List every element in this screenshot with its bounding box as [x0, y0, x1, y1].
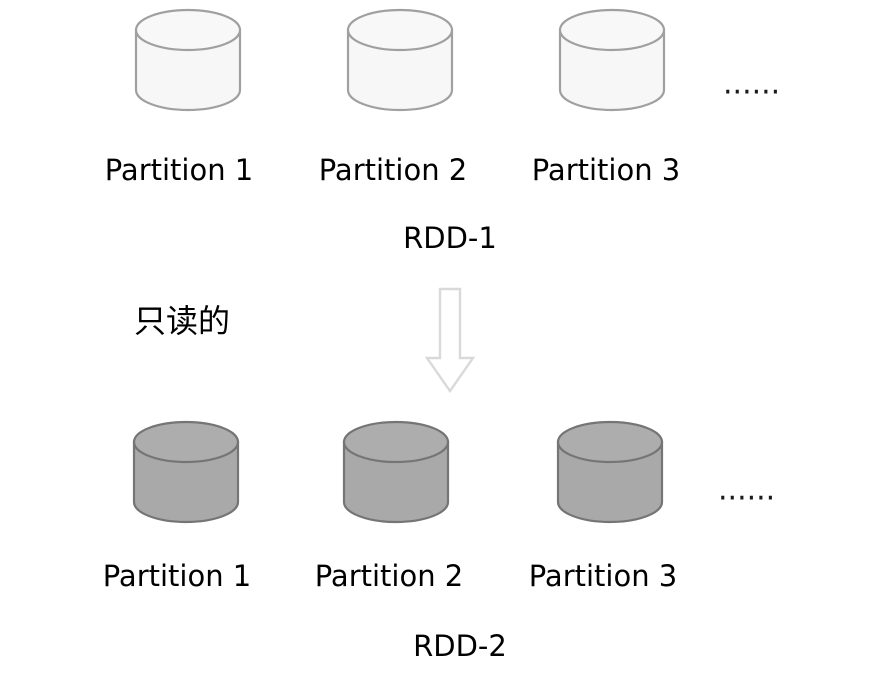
partition-label: Partition 1: [102, 559, 252, 593]
cylinder-icon: [130, 420, 242, 524]
cylinder-icon: [340, 420, 452, 524]
ellipsis-more-top: ······: [723, 75, 781, 110]
ellipsis-more-bottom: ······: [718, 481, 776, 516]
partition-label: Partition 1: [104, 153, 254, 187]
partition-label: Partition 3: [531, 153, 681, 187]
rdd-2-label: RDD-2: [413, 629, 507, 663]
readonly-annotation: 只读的: [134, 302, 231, 340]
cylinder-icon: [344, 8, 456, 112]
partition-label: Partition 3: [528, 559, 678, 593]
rdd-1-label: RDD-1: [403, 221, 497, 255]
partition-label: Partition 2: [314, 559, 464, 593]
cylinder-icon: [556, 8, 668, 112]
cylinder-icon: [132, 8, 244, 112]
cylinder-icon: [554, 420, 666, 524]
down-arrow-icon: [424, 286, 476, 394]
partition-label: Partition 2: [318, 153, 468, 187]
